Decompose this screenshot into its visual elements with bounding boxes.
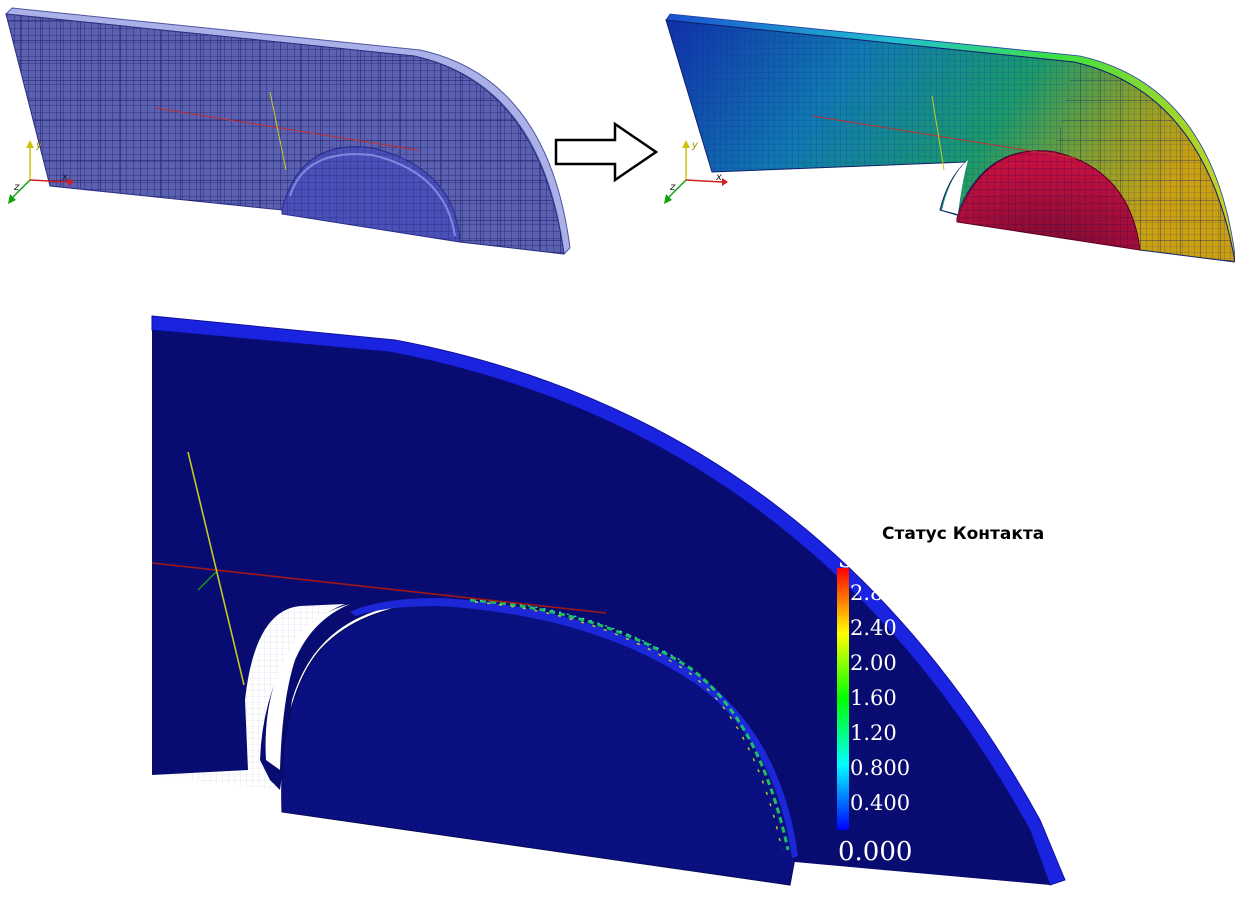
legend-title: Статус Контакта <box>882 524 1044 544</box>
legend-tick-3.00: 3.00 <box>838 544 896 574</box>
axis-x-label: x <box>61 172 68 183</box>
transition-arrow-icon <box>554 121 659 183</box>
legend-tick-1.20: 1.20 <box>850 721 897 745</box>
coordinate-triad-1: y x z <box>8 140 74 204</box>
axis-x-label: x <box>715 172 722 183</box>
contact-status-view <box>151 315 1066 886</box>
legend-tick-2.00: 2.00 <box>850 651 897 675</box>
axis-z-label: z <box>669 182 676 193</box>
legend-tick-2.40: 2.40 <box>850 616 897 640</box>
legend-tick-0.400: 0.400 <box>850 791 910 815</box>
legend-tick-0.800: 0.800 <box>850 756 910 780</box>
axis-y-label: y <box>35 140 43 151</box>
legend-tick-2.80: 2.80 <box>850 581 897 605</box>
mesh-model-view <box>4 7 571 256</box>
legend-tick-1.60: 1.60 <box>850 686 897 710</box>
coordinate-triad-2: y x z <box>664 140 728 204</box>
axis-y-label: y <box>691 140 699 151</box>
result-model-view <box>665 13 1235 263</box>
legend-colorbar <box>837 568 849 830</box>
contact-status-legend: Статус Контакта 3.00 2.80 2.40 2.00 1.60… <box>837 524 1044 867</box>
legend-tick-0.000: 0.000 <box>838 837 912 867</box>
axis-z-label: z <box>13 182 20 193</box>
